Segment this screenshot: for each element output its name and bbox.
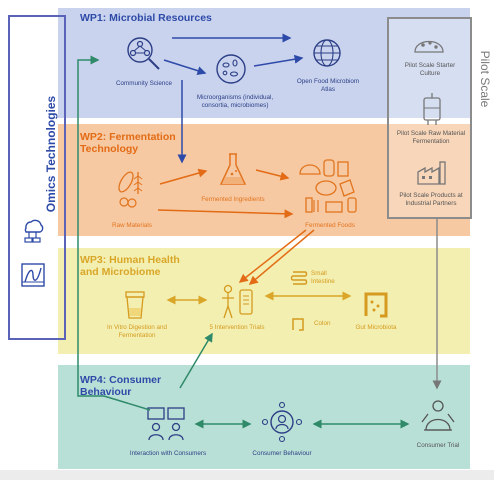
small-intestine-icon: [290, 271, 308, 285]
microorganism-icon: [216, 54, 246, 84]
in-vitro-label: In Vitro Digestion and Fermentation: [106, 324, 168, 339]
interaction-consumers-icon: [147, 407, 185, 441]
microorganisms-label: Microorganisms (individual, consortia, m…: [196, 94, 274, 109]
intervention-trials-icon: [222, 284, 253, 319]
pilot-scale-box: [387, 17, 472, 219]
starter-culture-icon: [414, 40, 444, 53]
pilot-raw-fermentation-label: Pilot Scale Raw Material Fermentation: [396, 130, 466, 145]
colon-icon: [292, 318, 304, 331]
gut-microbiota-label: Gut Microbiota: [355, 324, 397, 331]
community-science-label: Community Science: [116, 80, 172, 87]
wp4-title-line1: WP4: Consumer: [80, 374, 162, 386]
consumer-trial-label: Consumer Trial: [416, 442, 460, 449]
wp3-title: WP3: Human Health and Microbiome: [80, 254, 180, 278]
atlas-label: Open Food Microbiom Atlas: [296, 78, 360, 93]
flask-icon: [219, 153, 247, 185]
consumer-behaviour-label: Consumer Behaviour: [252, 450, 312, 457]
raw-materials-icon: [118, 171, 143, 208]
wp2-title: WP2: Fermentation Technology: [80, 131, 176, 155]
pilot-scale-label: Pilot Scale: [478, 50, 492, 108]
wp4-band: [58, 365, 470, 469]
dna-chart-icon: [21, 263, 45, 287]
pilot-starter-label: Pilot Scale Starter Culture: [404, 62, 456, 77]
wp3-title-line2: and Microbiome: [80, 266, 161, 278]
wp1-title: WP1: Microbial Resources: [80, 12, 212, 24]
interaction-consumers-label: Interaction with Consumers: [129, 450, 207, 457]
omics-technologies-label: Omics Technologies: [44, 95, 58, 213]
globe-icon: [313, 39, 341, 67]
gut-microbiota-icon: [364, 292, 388, 318]
wp4-title-line2: Behaviour: [80, 386, 132, 398]
intervention-trials-label: 5 Intervention Trials: [209, 324, 265, 331]
fermenter-tank-icon: [423, 93, 441, 125]
cloud-network-icon: [24, 219, 44, 243]
raw-materials-label: Raw Materials: [112, 222, 152, 229]
bottom-bar: [0, 470, 494, 480]
small-intestine-label: Small Intestine: [311, 270, 335, 285]
wp2-title-line1: WP2: Fermentation: [80, 131, 176, 143]
fermented-foods-label: Fermented Foods: [305, 222, 355, 229]
wp2-title-line2: Technology: [80, 143, 139, 155]
fermented-ingredients-label: Fermented Ingredients: [201, 196, 265, 203]
omics-technologies-box: Omics Technologies: [8, 15, 66, 340]
pilot-products-label: Pilot Scale Products at Industrial Partn…: [399, 192, 463, 207]
community-science-icon: [127, 37, 160, 70]
consumer-behaviour-icon: [262, 402, 302, 442]
colon-label: Colon: [314, 320, 331, 327]
in-vitro-jar-icon: [125, 291, 145, 319]
wp3-title-line1: WP3: Human Health: [80, 254, 180, 266]
fermented-foods-icon: [299, 159, 357, 213]
factory-icon: [417, 161, 446, 185]
wp4-title: WP4: Consumer Behaviour: [80, 374, 161, 398]
consumer-trial-icon: [421, 400, 455, 431]
